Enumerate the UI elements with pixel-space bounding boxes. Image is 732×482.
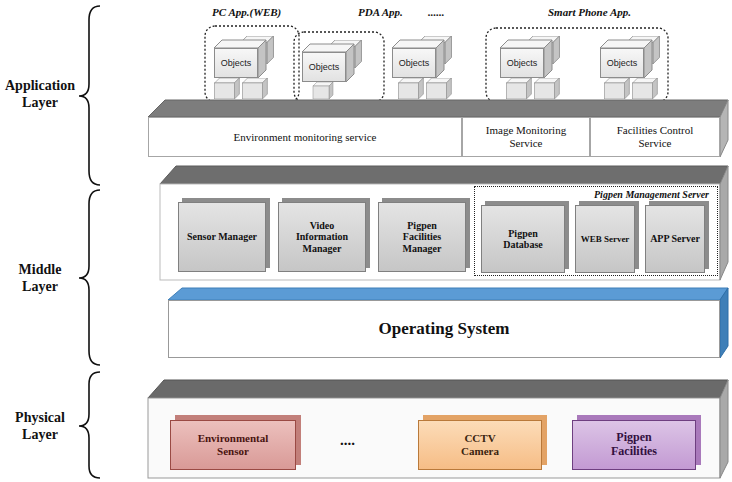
os-top (168, 288, 728, 300)
node-text: Video Information Manager (284, 220, 360, 255)
device-box: Pigpen Facilities (572, 420, 696, 470)
node-text: Operating System (379, 319, 510, 339)
object-cube: Objects (302, 52, 346, 82)
layer-brace (79, 6, 100, 478)
node-text: Objects (221, 58, 252, 68)
slab-side (720, 166, 728, 280)
server-box: Pigpen Database (481, 205, 565, 273)
node-text: Environmental Sensor (183, 432, 283, 457)
object-cube: Objects (500, 48, 544, 78)
app-label: PDA App. (358, 6, 403, 18)
manager-box: Video Information Manager (278, 202, 366, 272)
slab-body (160, 184, 720, 280)
node-text: Image Monitoring Service (474, 124, 578, 149)
node-text: Sensor Manager (184, 231, 260, 243)
slab-top (148, 100, 728, 117)
layer-label: Physical Layer (3, 410, 77, 444)
node-text: Pigpen Database (485, 228, 561, 251)
server-box: WEB Server (575, 205, 635, 273)
slab-body (148, 398, 720, 478)
service-box: Image Monitoring Service (462, 117, 590, 157)
node-text: Environment monitoring service (234, 131, 377, 144)
object-cube: Objects (392, 48, 436, 78)
slab-top (148, 380, 728, 398)
node-text: Pigpen Facilities (594, 431, 674, 459)
object-cubes (214, 36, 659, 99)
server-group: Pigpen Management ServerPigpen Database W… (474, 186, 718, 276)
node-text: Objects (309, 62, 340, 72)
node-text: Pigpen Management Server (594, 189, 709, 201)
app-label: PC App.(WEB) (212, 6, 281, 18)
manager-box: Pigpen Facilities Manager (378, 202, 466, 272)
server-box: APP Server (645, 205, 705, 273)
slab-side (720, 100, 728, 157)
object-cube: Objects (600, 48, 644, 78)
layer-label: Middle Layer (3, 262, 77, 296)
app-group-outline (205, 26, 668, 102)
node-text: WEB Server (578, 234, 633, 244)
object-cube: Objects (214, 48, 258, 78)
manager-box: Sensor Manager (178, 202, 266, 272)
node-text: Pigpen Facilities Manager (384, 220, 460, 255)
os-side (720, 288, 728, 358)
slab-top (160, 166, 728, 184)
node-text: Facilities Control Service (603, 124, 707, 149)
ellipsis-label: .... (340, 432, 355, 449)
slab-side (720, 380, 728, 478)
service-box: Facilities Control Service (590, 117, 720, 157)
app-label: ...... (428, 6, 445, 18)
os-box: Operating System (168, 300, 720, 358)
node-text: Objects (507, 58, 538, 68)
node-text: APP Server (647, 233, 703, 245)
device-box: Environmental Sensor (170, 420, 296, 470)
service-box: Environment monitoring service (148, 117, 462, 157)
device-box: CCTV Camera (418, 420, 542, 470)
layer-label: Application Layer (3, 78, 77, 112)
app-label: Smart Phone App. (548, 6, 631, 18)
node-text: Objects (399, 58, 430, 68)
node-text: CCTV Camera (445, 432, 515, 457)
node-text: Objects (607, 58, 638, 68)
